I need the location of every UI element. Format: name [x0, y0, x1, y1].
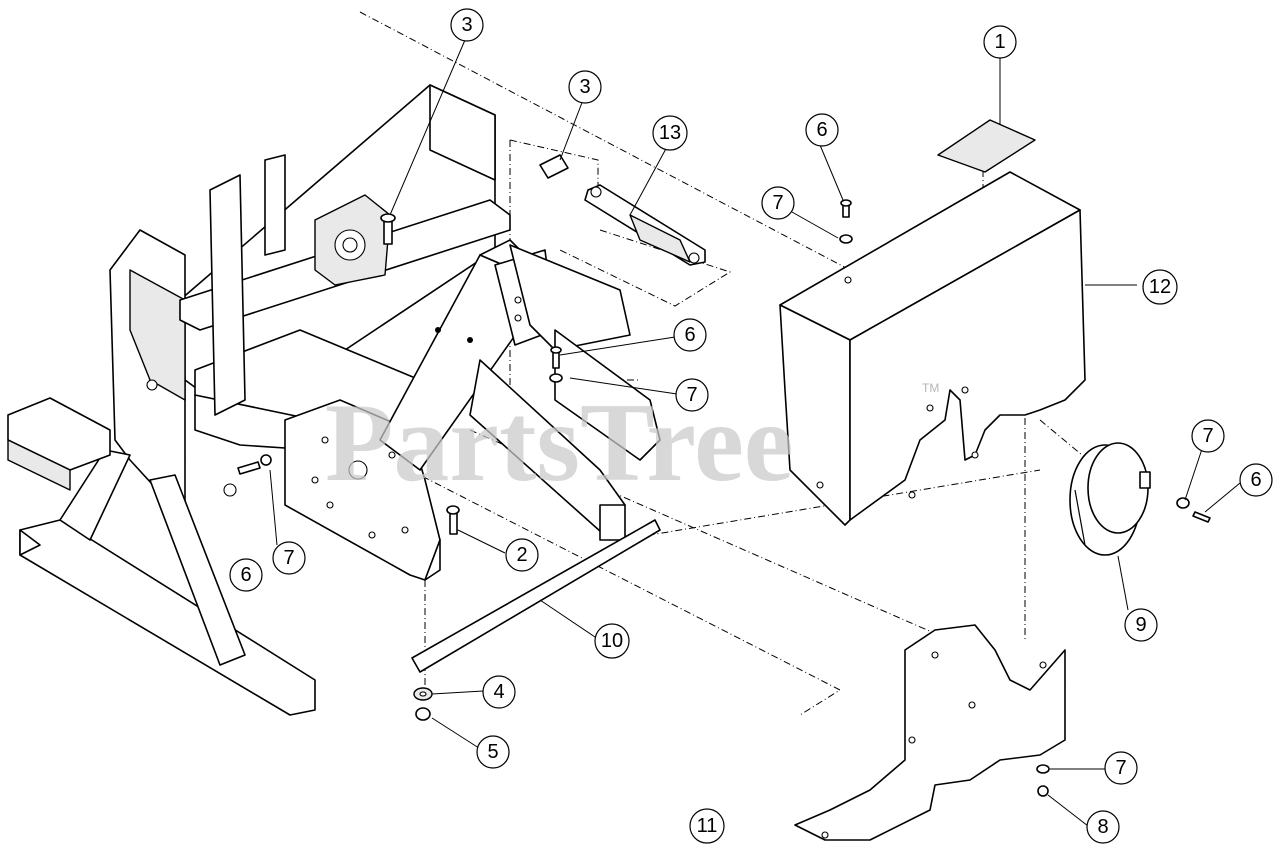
svg-text:11: 11	[697, 815, 718, 837]
svg-text:6: 6	[684, 324, 695, 346]
callout-6: 6	[1239, 463, 1273, 497]
callout-1: 1	[983, 25, 1017, 59]
svg-text:10: 10	[601, 630, 623, 652]
callout-3: 3	[568, 70, 602, 104]
collar-ring	[1069, 442, 1151, 556]
svg-text:8: 8	[1097, 816, 1108, 838]
callout-7: 7	[675, 378, 709, 412]
callout-7: 7	[1191, 419, 1225, 453]
svg-text:7: 7	[772, 192, 783, 214]
svg-text:9: 9	[1135, 614, 1146, 636]
callout-6: 6	[805, 113, 839, 147]
svg-text:3: 3	[579, 76, 590, 98]
callout-7: 7	[272, 541, 306, 575]
svg-text:2: 2	[516, 544, 527, 566]
callout-5: 5	[476, 735, 510, 769]
svg-text:6: 6	[240, 564, 251, 586]
svg-text:4: 4	[493, 681, 504, 703]
lower-shield	[794, 624, 1066, 841]
callout-2: 2	[505, 538, 539, 572]
callouts: 1 2 3 3 4 5 6 6 6 6 7 7 7 7 7 8 9 10 11 …	[229, 8, 1273, 844]
svg-text:6: 6	[816, 119, 827, 141]
callout-8: 8	[1086, 810, 1120, 844]
callout-7: 7	[761, 186, 795, 220]
svg-text:3: 3	[461, 14, 472, 36]
callout-12: 12	[1142, 269, 1178, 305]
svg-text:1: 1	[994, 31, 1005, 53]
callout-6: 6	[673, 318, 707, 352]
callout-9: 9	[1124, 608, 1158, 642]
callout-3: 3	[450, 8, 484, 42]
cover-hardware	[839, 199, 1211, 797]
svg-text:7: 7	[1202, 425, 1213, 447]
watermark-text: PartsTree	[325, 381, 794, 505]
svg-text:7: 7	[686, 384, 697, 406]
callout-11: 11	[689, 808, 725, 844]
callout-10: 10	[594, 623, 630, 659]
watermark-trademark: TM	[922, 381, 939, 395]
svg-text:7: 7	[1115, 757, 1126, 779]
cover	[779, 171, 1086, 526]
link-arm	[584, 184, 706, 266]
callout-6: 6	[229, 558, 263, 592]
callout-4: 4	[482, 675, 516, 709]
svg-text:12: 12	[1149, 276, 1171, 298]
frame-hardware	[237, 154, 569, 721]
svg-text:5: 5	[487, 741, 498, 763]
svg-text:7: 7	[283, 547, 294, 569]
callout-13: 13	[652, 115, 688, 151]
svg-text:6: 6	[1250, 469, 1261, 491]
callout-7: 7	[1104, 751, 1138, 785]
main-frame	[7, 84, 661, 716]
svg-text:13: 13	[659, 122, 681, 144]
decal	[937, 119, 1036, 173]
watermark: PartsTree TM	[325, 381, 939, 505]
strap	[411, 519, 661, 673]
